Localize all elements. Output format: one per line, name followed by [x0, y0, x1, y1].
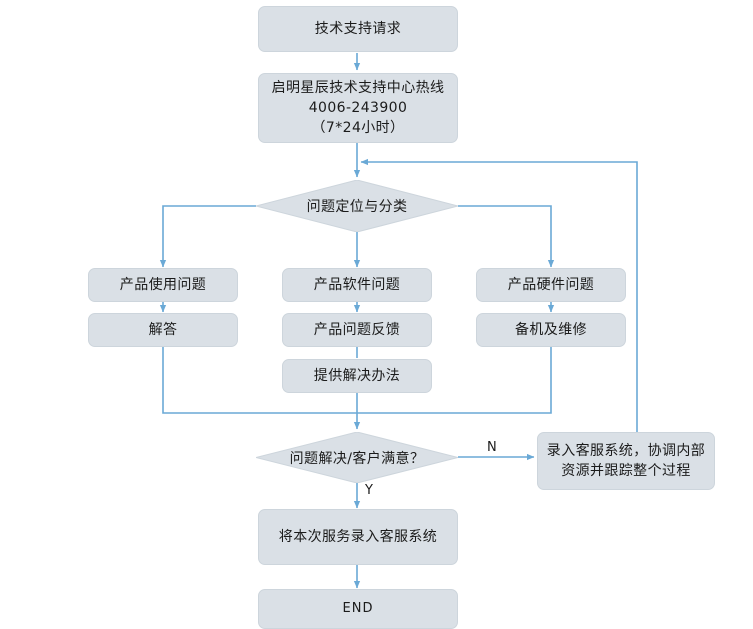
node-answer[interactable]: 解答: [88, 313, 238, 347]
node-hotline-label: 启明星辰技术支持中心热线 4006-243900 （7*24小时）: [271, 80, 445, 136]
node-hotline[interactable]: 启明星辰技术支持中心热线 4006-243900 （7*24小时）: [258, 73, 458, 143]
node-triage-label: 问题定位与分类: [306, 199, 408, 215]
node-triage[interactable]: 问题定位与分类: [256, 180, 458, 232]
node-product-feedback-label: 产品问题反馈: [313, 322, 401, 338]
node-record-service[interactable]: 将本次服务录入客服系统: [258, 509, 458, 565]
node-spare-repair-label: 备机及维修: [515, 322, 587, 338]
node-hardware-issue-label: 产品硬件问题: [507, 277, 595, 293]
node-usage-issue-label: 产品使用问题: [119, 277, 207, 293]
node-usage-issue[interactable]: 产品使用问题: [88, 268, 238, 302]
node-software-issue[interactable]: 产品软件问题: [282, 268, 432, 302]
edge-triage-to-usage: [159, 205, 256, 268]
node-spare-repair[interactable]: 备机及维修: [476, 313, 626, 347]
edge-triage-to-hardware: [458, 205, 555, 268]
node-provide-solution-label: 提供解决办法: [313, 368, 401, 384]
node-resolved-check[interactable]: 问题解决/客户满意？: [256, 432, 458, 483]
node-record-service-label: 将本次服务录入客服系统: [278, 529, 438, 545]
node-escalate-label: 录入客服系统，协调内部 资源并跟踪整个过程: [546, 443, 706, 479]
node-hardware-issue[interactable]: 产品硬件问题: [476, 268, 626, 302]
edge-label-yes: Y: [365, 483, 373, 498]
node-end-label: END: [342, 601, 374, 616]
node-answer-label: 解答: [148, 322, 178, 338]
node-start-label: 技术支持请求: [314, 21, 402, 37]
node-start[interactable]: 技术支持请求: [258, 6, 458, 52]
diamond-shape: [256, 432, 458, 483]
node-end[interactable]: END: [258, 589, 458, 629]
node-escalate[interactable]: 录入客服系统，协调内部 资源并跟踪整个过程: [537, 432, 715, 490]
node-product-feedback[interactable]: 产品问题反馈: [282, 313, 432, 347]
node-resolved-check-label: 问题解决/客户满意？: [289, 450, 425, 467]
node-provide-solution[interactable]: 提供解决办法: [282, 359, 432, 393]
node-software-issue-label: 产品软件问题: [313, 277, 401, 293]
edge-label-no: N: [487, 440, 497, 455]
